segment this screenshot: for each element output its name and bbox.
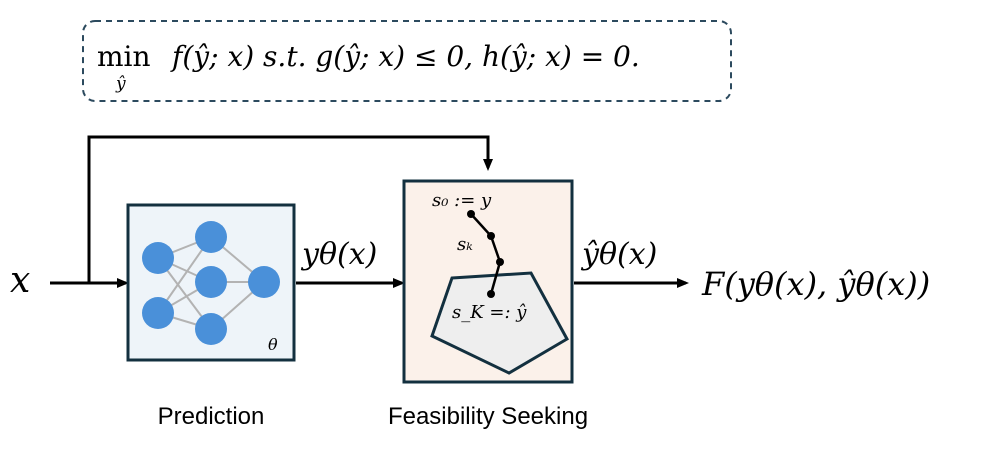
objective-formula: f(ŷ; x) s.t. g(ŷ; x) ≤ 0, h(ŷ; x) = 0. xyxy=(170,40,640,73)
nn-hidden-node xyxy=(195,221,227,253)
feasibility-box: s₀ := y sₖ s_K =: ŷ xyxy=(402,179,574,384)
skip-connection-arrow xyxy=(87,135,493,283)
loss-label: F(yθ(x), ŷθ(x)) xyxy=(701,265,930,303)
sK-label: s_K =: ŷ xyxy=(452,302,527,323)
nn-input-node xyxy=(142,297,174,329)
objective-box: min ŷ f(ŷ; x) s.t. g(ŷ; x) ≤ 0, h(ŷ; x) … xyxy=(82,20,732,102)
point-intermediate xyxy=(496,258,504,266)
nn-input-node xyxy=(142,242,174,274)
theta-label: θ xyxy=(268,335,278,354)
point-sK xyxy=(487,290,495,298)
s0-label: s₀ := y xyxy=(432,190,492,211)
prediction-box: θ xyxy=(126,203,296,362)
feasible-set-polygon xyxy=(430,271,570,375)
point-s0 xyxy=(467,210,475,218)
feasibility-caption: Feasibility Seeking xyxy=(388,403,588,430)
sk-label: sₖ xyxy=(457,234,473,255)
nn-hidden-node xyxy=(195,313,227,345)
prediction-caption: Prediction xyxy=(158,403,265,430)
feasibility-output-label: ŷθ(x) xyxy=(580,237,657,272)
objective-min: min xyxy=(97,40,151,73)
prediction-output-label: yθ(x) xyxy=(300,237,377,272)
projection-trajectory xyxy=(470,213,502,295)
point-sk xyxy=(487,232,495,240)
objective-min-subscript: ŷ xyxy=(115,74,126,94)
nn-output-node xyxy=(248,266,280,298)
input-x-label: x xyxy=(10,260,30,301)
nn-hidden-node xyxy=(195,266,227,298)
